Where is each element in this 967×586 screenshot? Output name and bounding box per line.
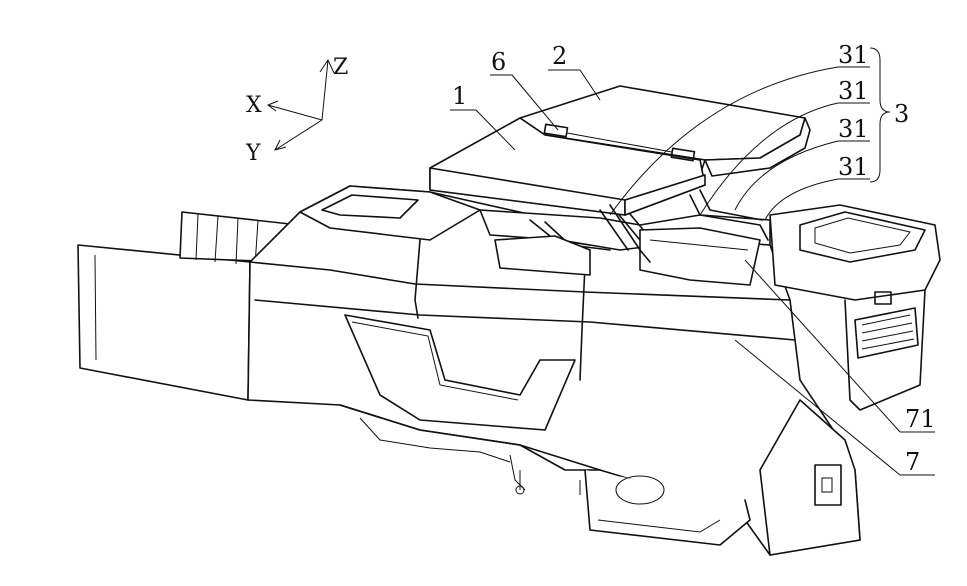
axis-x-label: X: [246, 93, 262, 118]
slide-rails: [479, 189, 771, 286]
rear-section: [759, 204, 941, 556]
armrest-lids: [429, 85, 811, 263]
coordinate-axes: Z X Y: [245, 55, 348, 166]
label-part-1: 1: [452, 82, 467, 110]
label-part-71: 71: [905, 405, 936, 433]
label-part-7: 7: [905, 448, 920, 476]
leader-lines: [450, 47, 935, 476]
label-part-31a: 31: [838, 41, 869, 69]
axis-y-label: Y: [245, 141, 261, 166]
axis-z-label: Z: [333, 55, 348, 80]
label-part-31d: 31: [838, 153, 869, 181]
label-part-3: 3: [894, 100, 909, 128]
label-part-31c: 31: [838, 115, 869, 143]
label-part-6: 6: [491, 48, 506, 76]
label-part-31b: 31: [838, 77, 869, 105]
label-part-2: 2: [552, 42, 567, 70]
reference-numerals: 1 6 2 31 31 31 31 3 71 7: [452, 41, 936, 476]
